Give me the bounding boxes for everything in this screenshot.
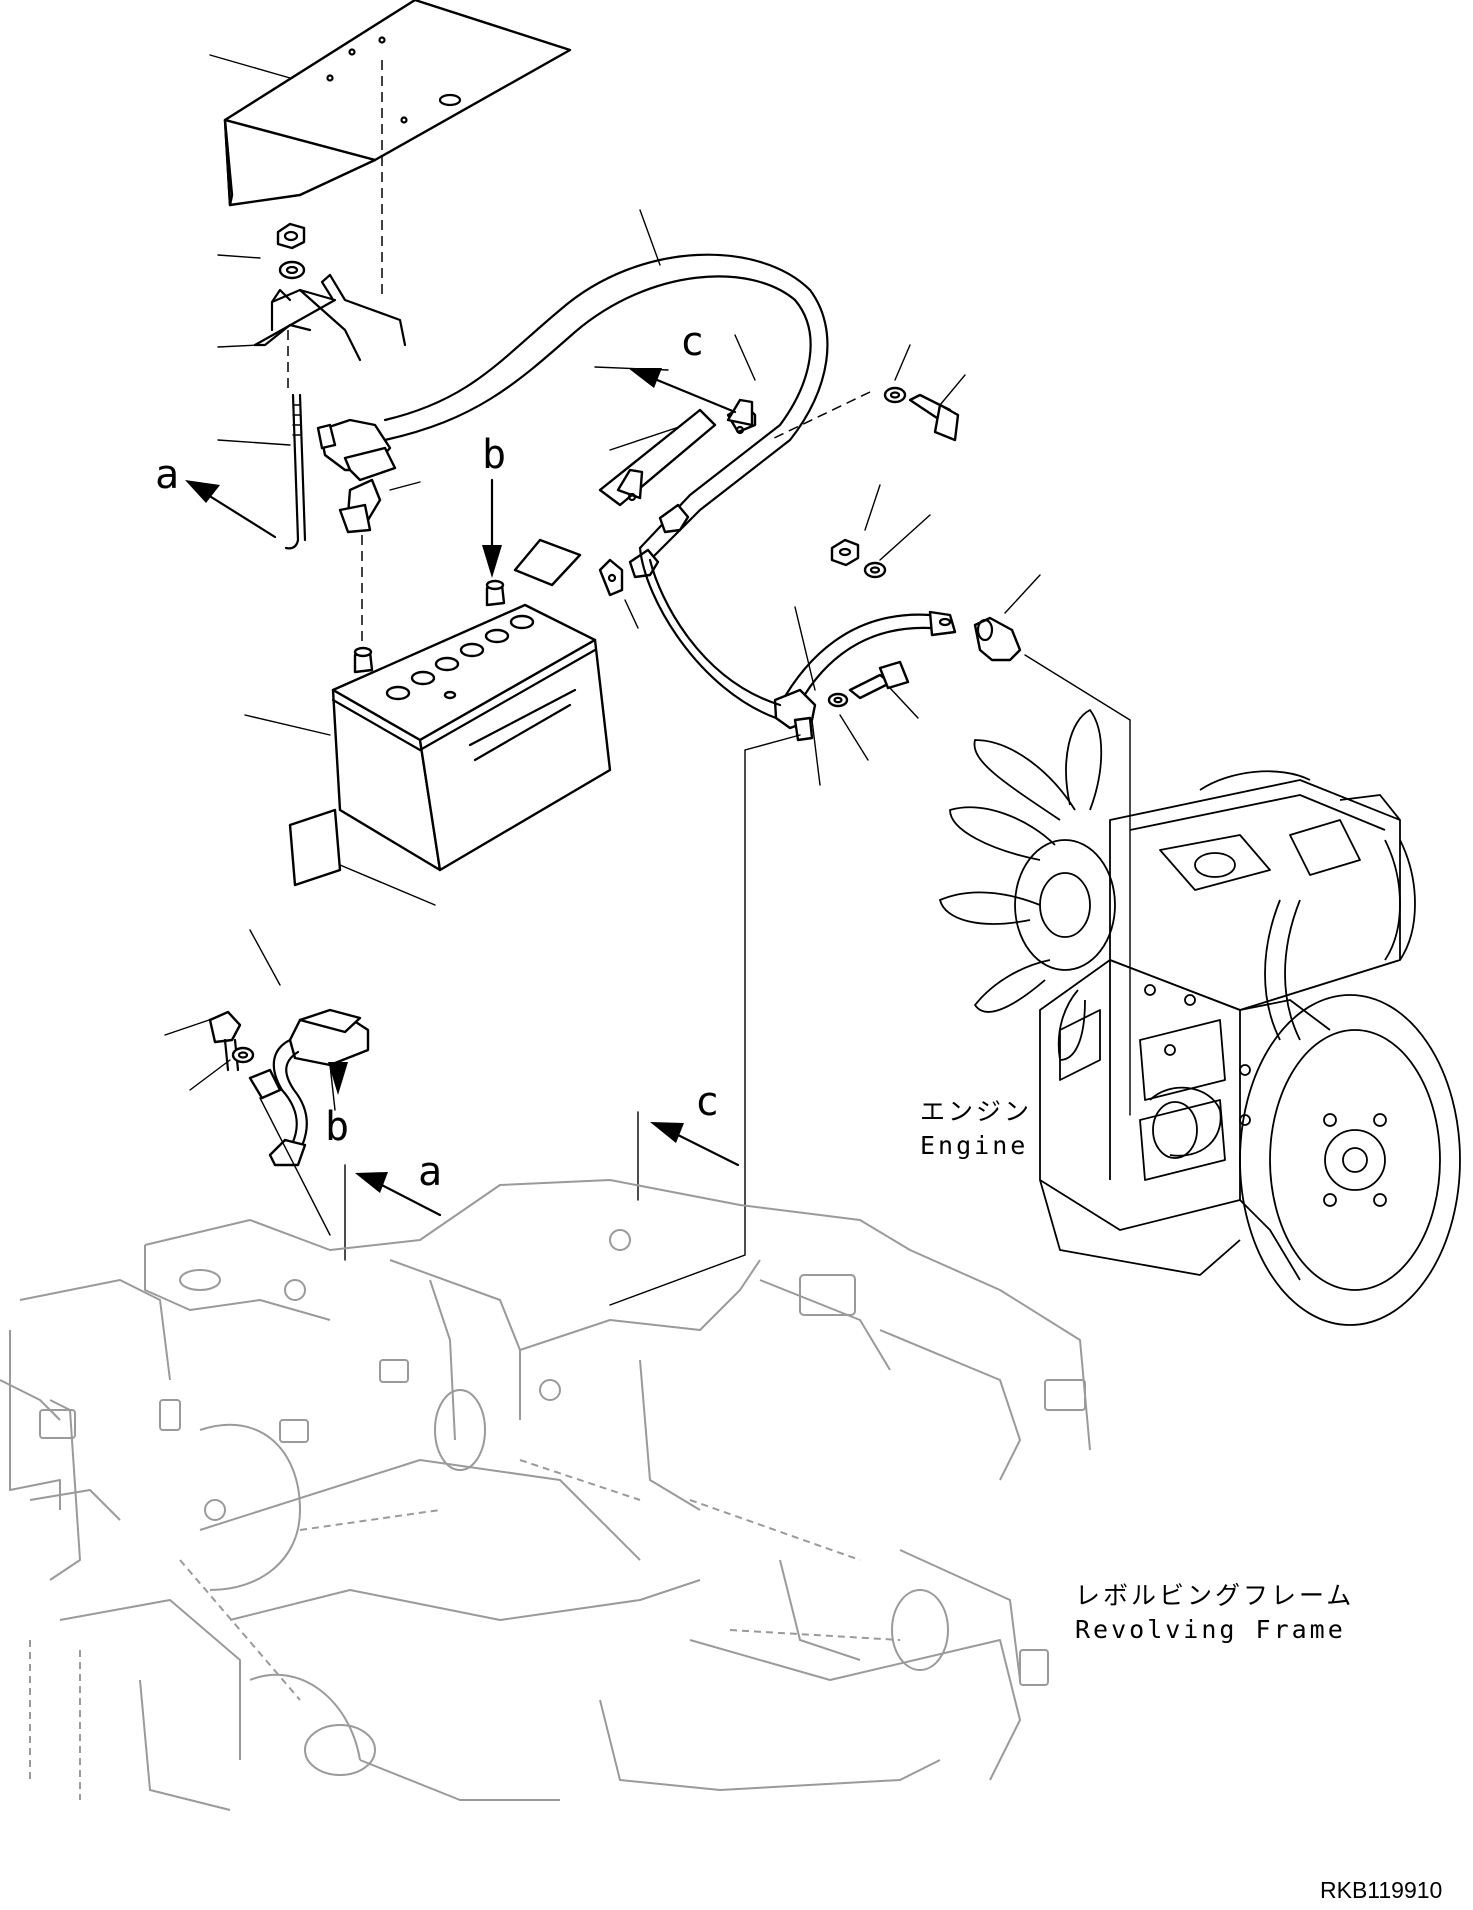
battery-label-sticker [513,538,582,587]
cable-to-engine-lower [638,546,782,720]
view-letter-a-top: a [155,452,179,498]
small-bracket [598,558,624,597]
battery-terminal-negative [353,646,374,674]
washer-negative [231,1046,255,1064]
engine-label-jp: エンジン [920,1097,1032,1126]
view-arrow-c-top: c [628,319,737,414]
ground-cable [773,610,957,742]
battery [331,579,612,872]
view-letter-a-bottom: a [418,1149,442,1195]
positive-cable [316,253,829,562]
battery-terminal-positive [485,579,506,607]
leader-lines [164,54,1041,1091]
frame-label: レボルビングフレーム Revolving Frame [1070,1578,1354,1650]
view-arrow-c-bottom: c [637,1079,740,1201]
bolt-negative [208,1010,242,1072]
engine-label: エンジン Engine [918,1095,1032,1165]
view-letter-c-top: c [680,319,704,365]
view-arrow-b-bottom: b [325,1062,349,1150]
washer-lower [827,692,849,708]
frame-label-en: Revolving Frame [1075,1615,1346,1644]
engine [939,709,1461,1326]
washer-top [883,386,907,404]
hold-down-bracket [253,273,407,362]
negative-cable [248,1008,370,1167]
drawing-code: RKB119910 [1320,1877,1442,1903]
j-bolt [284,393,307,550]
hold-down-nuts [276,222,306,280]
battery-caps [385,614,535,701]
view-arrow-a-top: a [155,452,277,539]
washer-mid [863,561,887,579]
view-letter-c-bottom: c [695,1079,719,1125]
warning-plate [288,808,342,887]
view-letter-b-top: b [482,432,506,478]
battery-cover [223,0,572,207]
terminal-clamp [338,478,382,660]
nut-mid [830,538,860,567]
cable-bracket [598,398,754,507]
frame-label-jp: レボルビングフレーム [1075,1581,1354,1610]
view-arrow-b-top: b [482,432,506,578]
bolt-top [908,393,960,442]
rubber-cap [973,616,1022,662]
view-letter-b-bottom: b [325,1104,349,1150]
view-arrow-a-bottom: a [344,1149,442,1261]
engine-label-en: Engine [920,1131,1028,1160]
revolving-frame [0,1179,1091,1811]
bolt-lower [848,660,910,700]
